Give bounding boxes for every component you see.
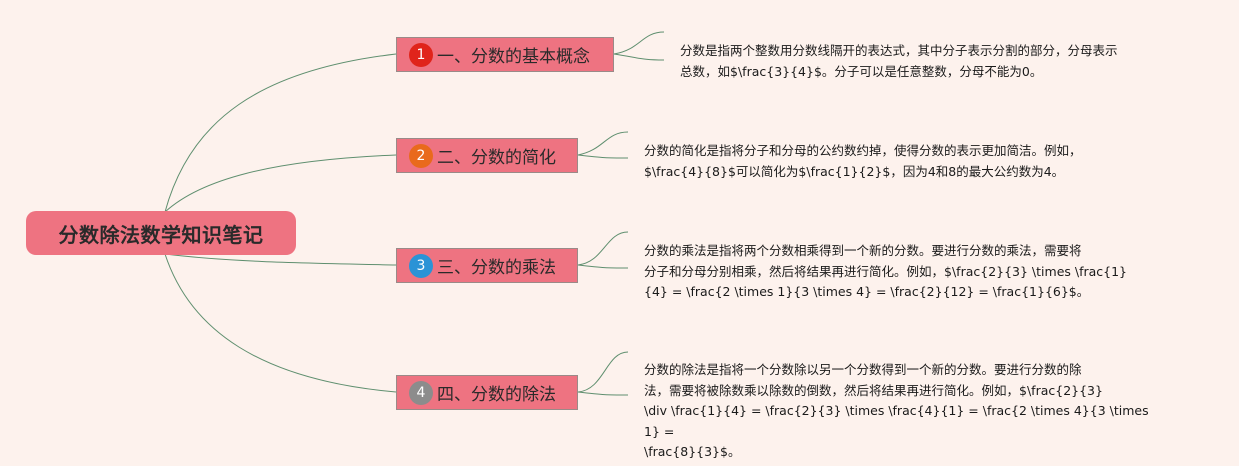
number-4-icon: 4 [409,380,433,405]
root-link-3 [164,253,397,266]
branch-note-4: 分数的除法是指将一个分数除以另一个分数得到一个新的分数。要进行分数的除 法，需要… [644,360,1164,463]
note-bracket-1 [613,31,665,61]
note-line: 法，需要将被除数乘以除数的倒数，然后将结果再进行简化。例如，$\frac{2}{… [644,382,1103,398]
note-bracket-4 [577,351,629,396]
note-line: $\frac{4}{8}$可以简化为$\frac{1}{2}$，因为4和8的最大… [644,163,1065,179]
number-3-icon: 3 [409,253,433,278]
branch-topic-label: 一、分数的基本概念 [437,47,590,67]
branch-note-2: 分数的简化是指将分子和分母的公约数约掉，使得分数的表示更加简洁。例如， $\fr… [644,141,1164,182]
branch-topic-4[interactable]: 4 四、分数的除法 [396,375,578,410]
branch-topic-3[interactable]: 3 三、分数的乘法 [396,248,578,283]
note-bracket-3 [577,231,629,269]
note-line: 分数是指两个整数用分数线隔开的表达式，其中分子表示分割的部分，分母表示 [680,43,1118,58]
number-1-icon: 1 [409,42,433,67]
note-line: 分数的除法是指将一个分数除以另一个分数得到一个新的分数。要进行分数的除 [644,362,1082,377]
note-line: {4} = \frac{2 \times 1}{3 \times 4} = \f… [644,284,1090,299]
branch-topic-label: 三、分数的乘法 [437,258,556,278]
branch-note-3: 分数的乘法是指将两个分数相乘得到一个新的分数。要进行分数的乘法，需要将 分子和分… [644,241,1164,303]
branch-topic-label: 四、分数的除法 [437,385,556,405]
note-line: 分子和分母分别相乘，然后将结果再进行简化。例如，$\frac{2}{3} \ti… [644,263,1128,279]
note-bracket-2 [577,131,629,159]
root-link-2 [164,154,397,213]
note-line: \frac{8}{3}$。 [644,444,741,459]
note-line: \div \frac{1}{4} = \frac{2}{3} \times \f… [644,403,1149,439]
root-link-4 [164,253,397,393]
number-2-icon: 2 [409,143,433,168]
root-topic-label: 分数除法数学知识笔记 [58,222,264,247]
branch-topic-2[interactable]: 2 二、分数的简化 [396,138,578,173]
note-line: 分数的简化是指将分子和分母的公约数约掉，使得分数的表示更加简洁。例如， [644,143,1082,158]
branch-note-1: 分数是指两个整数用分数线隔开的表达式，其中分子表示分割的部分，分母表示 总数，如… [680,41,1200,82]
note-line: 分数的乘法是指将两个分数相乘得到一个新的分数。要进行分数的乘法，需要将 [644,243,1082,258]
root-link-1 [164,53,397,213]
note-line: 总数，如$\frac{3}{4}$。分子可以是任意整数，分母不能为0。 [680,63,1043,79]
branch-topic-1[interactable]: 1 一、分数的基本概念 [396,37,614,72]
root-topic[interactable]: 分数除法数学知识笔记 [26,211,296,255]
branch-topic-label: 二、分数的简化 [437,148,556,168]
